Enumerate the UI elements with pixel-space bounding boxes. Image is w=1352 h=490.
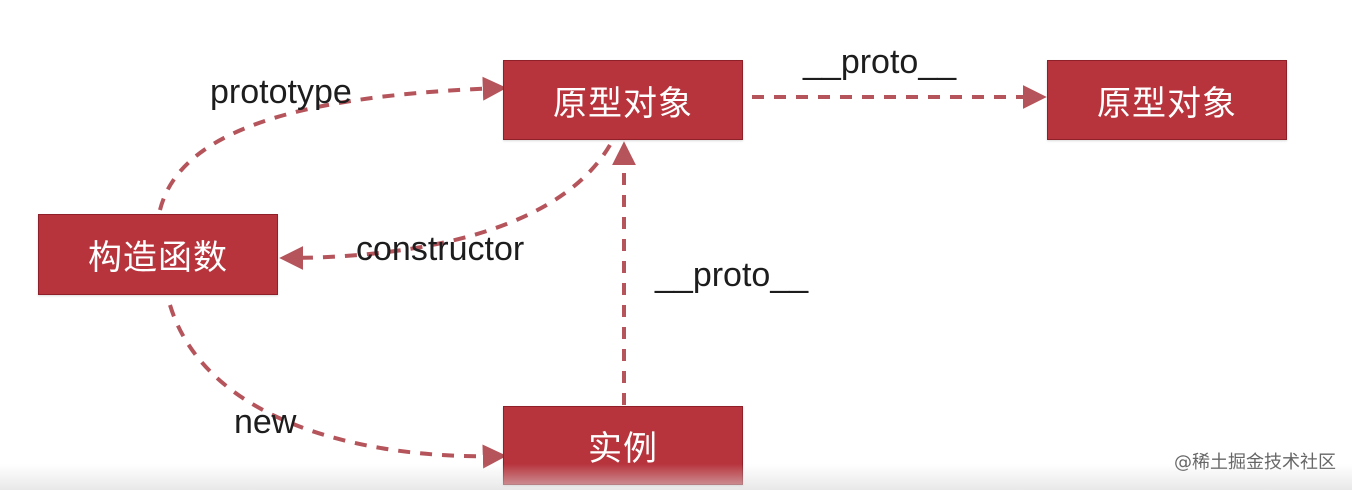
prototype-object-node: 原型对象 (503, 60, 743, 140)
proto-top-edge-label: __proto__ (803, 43, 957, 81)
instance-node: 实例 (503, 406, 743, 485)
instance-label: 实例 (588, 429, 658, 469)
new-edge-label: new (234, 403, 297, 441)
prototype-object-label: 原型对象 (553, 83, 693, 124)
constructor-arrow (279, 143, 612, 270)
constructor-edge-label: constructor (356, 230, 525, 268)
parent-prototype-object-label: 原型对象 (1097, 83, 1237, 124)
new-arrow (168, 304, 507, 469)
watermark: @稀土掘金技术社区 (1174, 452, 1336, 473)
prototype-edge-label: prototype (210, 73, 352, 111)
parent-prototype-object-node: 原型对象 (1047, 60, 1287, 140)
constructor-function-label: 构造函数 (88, 238, 228, 278)
constructor-function-node: 构造函数 (38, 214, 278, 295)
prototype-arrow (158, 76, 507, 211)
proto-middle-edge-label: __proto__ (655, 256, 809, 294)
